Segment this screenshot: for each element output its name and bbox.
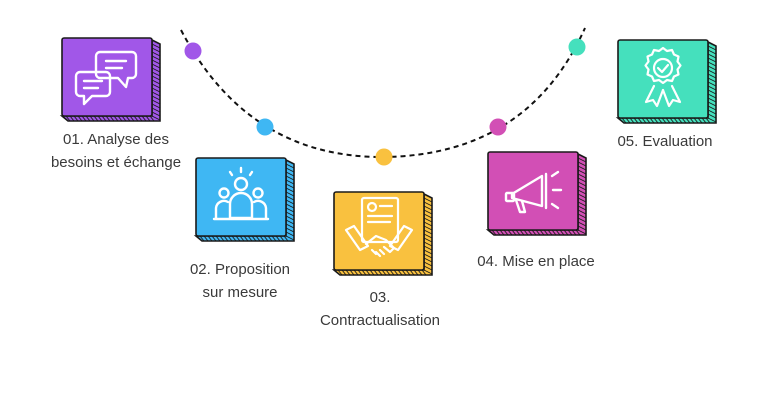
path-dot-2: [256, 118, 274, 136]
award-badge-icon: [644, 46, 682, 108]
team-icon: [212, 166, 270, 221]
path-dot-4: [489, 118, 507, 136]
tile-contractualisation: [331, 190, 434, 276]
step-label: 03. Contractualisation: [319, 289, 441, 329]
tile-evaluation: [615, 38, 718, 124]
path-dot-5: [568, 38, 586, 56]
step-label: 04. Mise en place: [477, 253, 595, 270]
tile-analyse: [59, 36, 162, 122]
handshake-contract-icon: [344, 196, 414, 258]
tile-proposition: [193, 156, 296, 242]
step-label: 02. Proposition sur mesure: [189, 261, 291, 301]
chat-bubbles-icon: [74, 50, 138, 106]
dashed-curve: [180, 27, 586, 159]
path-dot-3: [375, 148, 393, 166]
megaphone-icon: [504, 170, 563, 214]
tile-mise-en-place: [485, 150, 588, 236]
step-label: 01. Analyse des besoins et échange: [50, 131, 182, 171]
path-dot-1: [184, 42, 202, 60]
step-label: 05. Evaluation: [617, 133, 713, 150]
